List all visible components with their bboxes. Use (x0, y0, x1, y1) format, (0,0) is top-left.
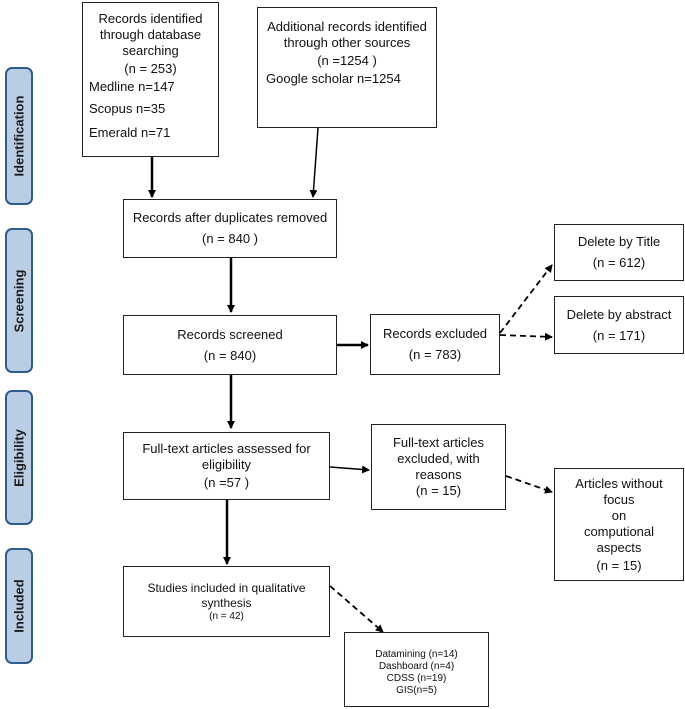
fulltext-assessed-box: Full-text articles assessed for eligibil… (123, 432, 330, 500)
duplicates-count: (n = 840 ) (201, 231, 258, 246)
without-focus-box: Articles without focus on computional as… (554, 468, 684, 581)
fulltext-excluded-title-2: excluded, with (397, 451, 480, 466)
excluded-count: (n = 783) (408, 347, 462, 362)
without-focus-line-2: focus (603, 491, 635, 507)
categories-box: Datamining (n=14) Dashboard (n=4) CDSS (… (344, 632, 489, 707)
records-identified-box: Records identified through database sear… (82, 2, 219, 157)
additional-count: (n =1254 ) (317, 53, 377, 68)
by-title-count: (n = 612) (592, 255, 646, 270)
additional-scholar: Google scholar n=1254 (266, 71, 401, 86)
fulltext-excluded-title-1: Full-text articles (392, 435, 485, 450)
identified-scopus: Scopus n=35 (89, 101, 166, 116)
without-focus-line-1: Articles without (575, 475, 663, 491)
category-dashboard: Dashboard (n=4) (378, 660, 455, 672)
category-cdss: CDSS (n=19) (386, 672, 447, 684)
fulltext-excluded-box: Full-text articles excluded, with reason… (371, 424, 506, 510)
screened-title: Records screened (177, 326, 283, 342)
stage-eligibility: Eligibility (5, 390, 33, 525)
delete-by-title-box: Delete by Title (n = 612) (554, 224, 684, 281)
by-abstract-count: (n = 171) (592, 327, 646, 343)
without-focus-line-5: aspects (596, 539, 642, 555)
without-focus-line-4: computional (583, 523, 655, 539)
fulltext-title-1: Full-text articles assessed for (142, 441, 311, 456)
included-count: (n = 42) (209, 610, 244, 622)
fulltext-count: (n =57 ) (203, 475, 250, 490)
identified-count: (n = 253) (124, 61, 177, 76)
screened-count: (n = 840) (203, 347, 257, 363)
identified-title-1: Records identified (98, 11, 203, 26)
identified-medline: Medline n=147 (89, 79, 175, 94)
by-title-title: Delete by Title (577, 234, 661, 249)
excluded-title: Records excluded (382, 326, 488, 341)
arrow-additional-to-duplicates (309, 127, 319, 198)
additional-title-2: through other sources (283, 35, 411, 50)
fulltext-excluded-title-3: reasons (415, 467, 462, 482)
stage-included: Included (5, 548, 33, 664)
arrow-fulltext-to-excluded (329, 465, 370, 474)
by-abstract-title: Delete by abstract (566, 306, 672, 322)
duplicates-title: Records after duplicates removed (132, 210, 328, 225)
category-gis: GIS(n=5) (396, 684, 437, 696)
arrow-included-to-categories (329, 585, 384, 633)
arrow-excluded-to-focus (505, 475, 553, 494)
without-focus-count: (n = 15) (596, 557, 642, 573)
studies-included-box: Studies included in qualitative synthesi… (123, 566, 330, 637)
included-title-1: Studies included in qualitative (147, 580, 306, 595)
delete-by-abstract-box: Delete by abstract (n = 171) (554, 296, 684, 354)
stage-identification: Identification (5, 67, 33, 205)
arrow-excluded-to-title (499, 264, 553, 334)
duplicates-removed-box: Records after duplicates removed (n = 84… (123, 199, 337, 258)
fulltext-title-2: eligibility (201, 457, 252, 472)
additional-records-box: Additional records identified through ot… (257, 7, 437, 128)
identified-title-3: searching (122, 43, 179, 58)
stage-screening: Screening (5, 228, 33, 373)
records-excluded-box: Records excluded (n = 783) (370, 314, 500, 375)
additional-title-1: Additional records identified (267, 19, 427, 34)
identified-title-2: through database (99, 27, 202, 42)
without-focus-line-3: on (611, 507, 627, 523)
records-screened-box: Records screened (n = 840) (123, 315, 337, 375)
fulltext-excluded-count: (n = 15) (415, 483, 462, 498)
identified-emerald: Emerald n=71 (89, 125, 171, 140)
category-datamining: Datamining (n=14) (375, 648, 458, 660)
included-title-2: synthesis (201, 595, 252, 610)
arrow-excluded-to-abstract (499, 332, 553, 341)
